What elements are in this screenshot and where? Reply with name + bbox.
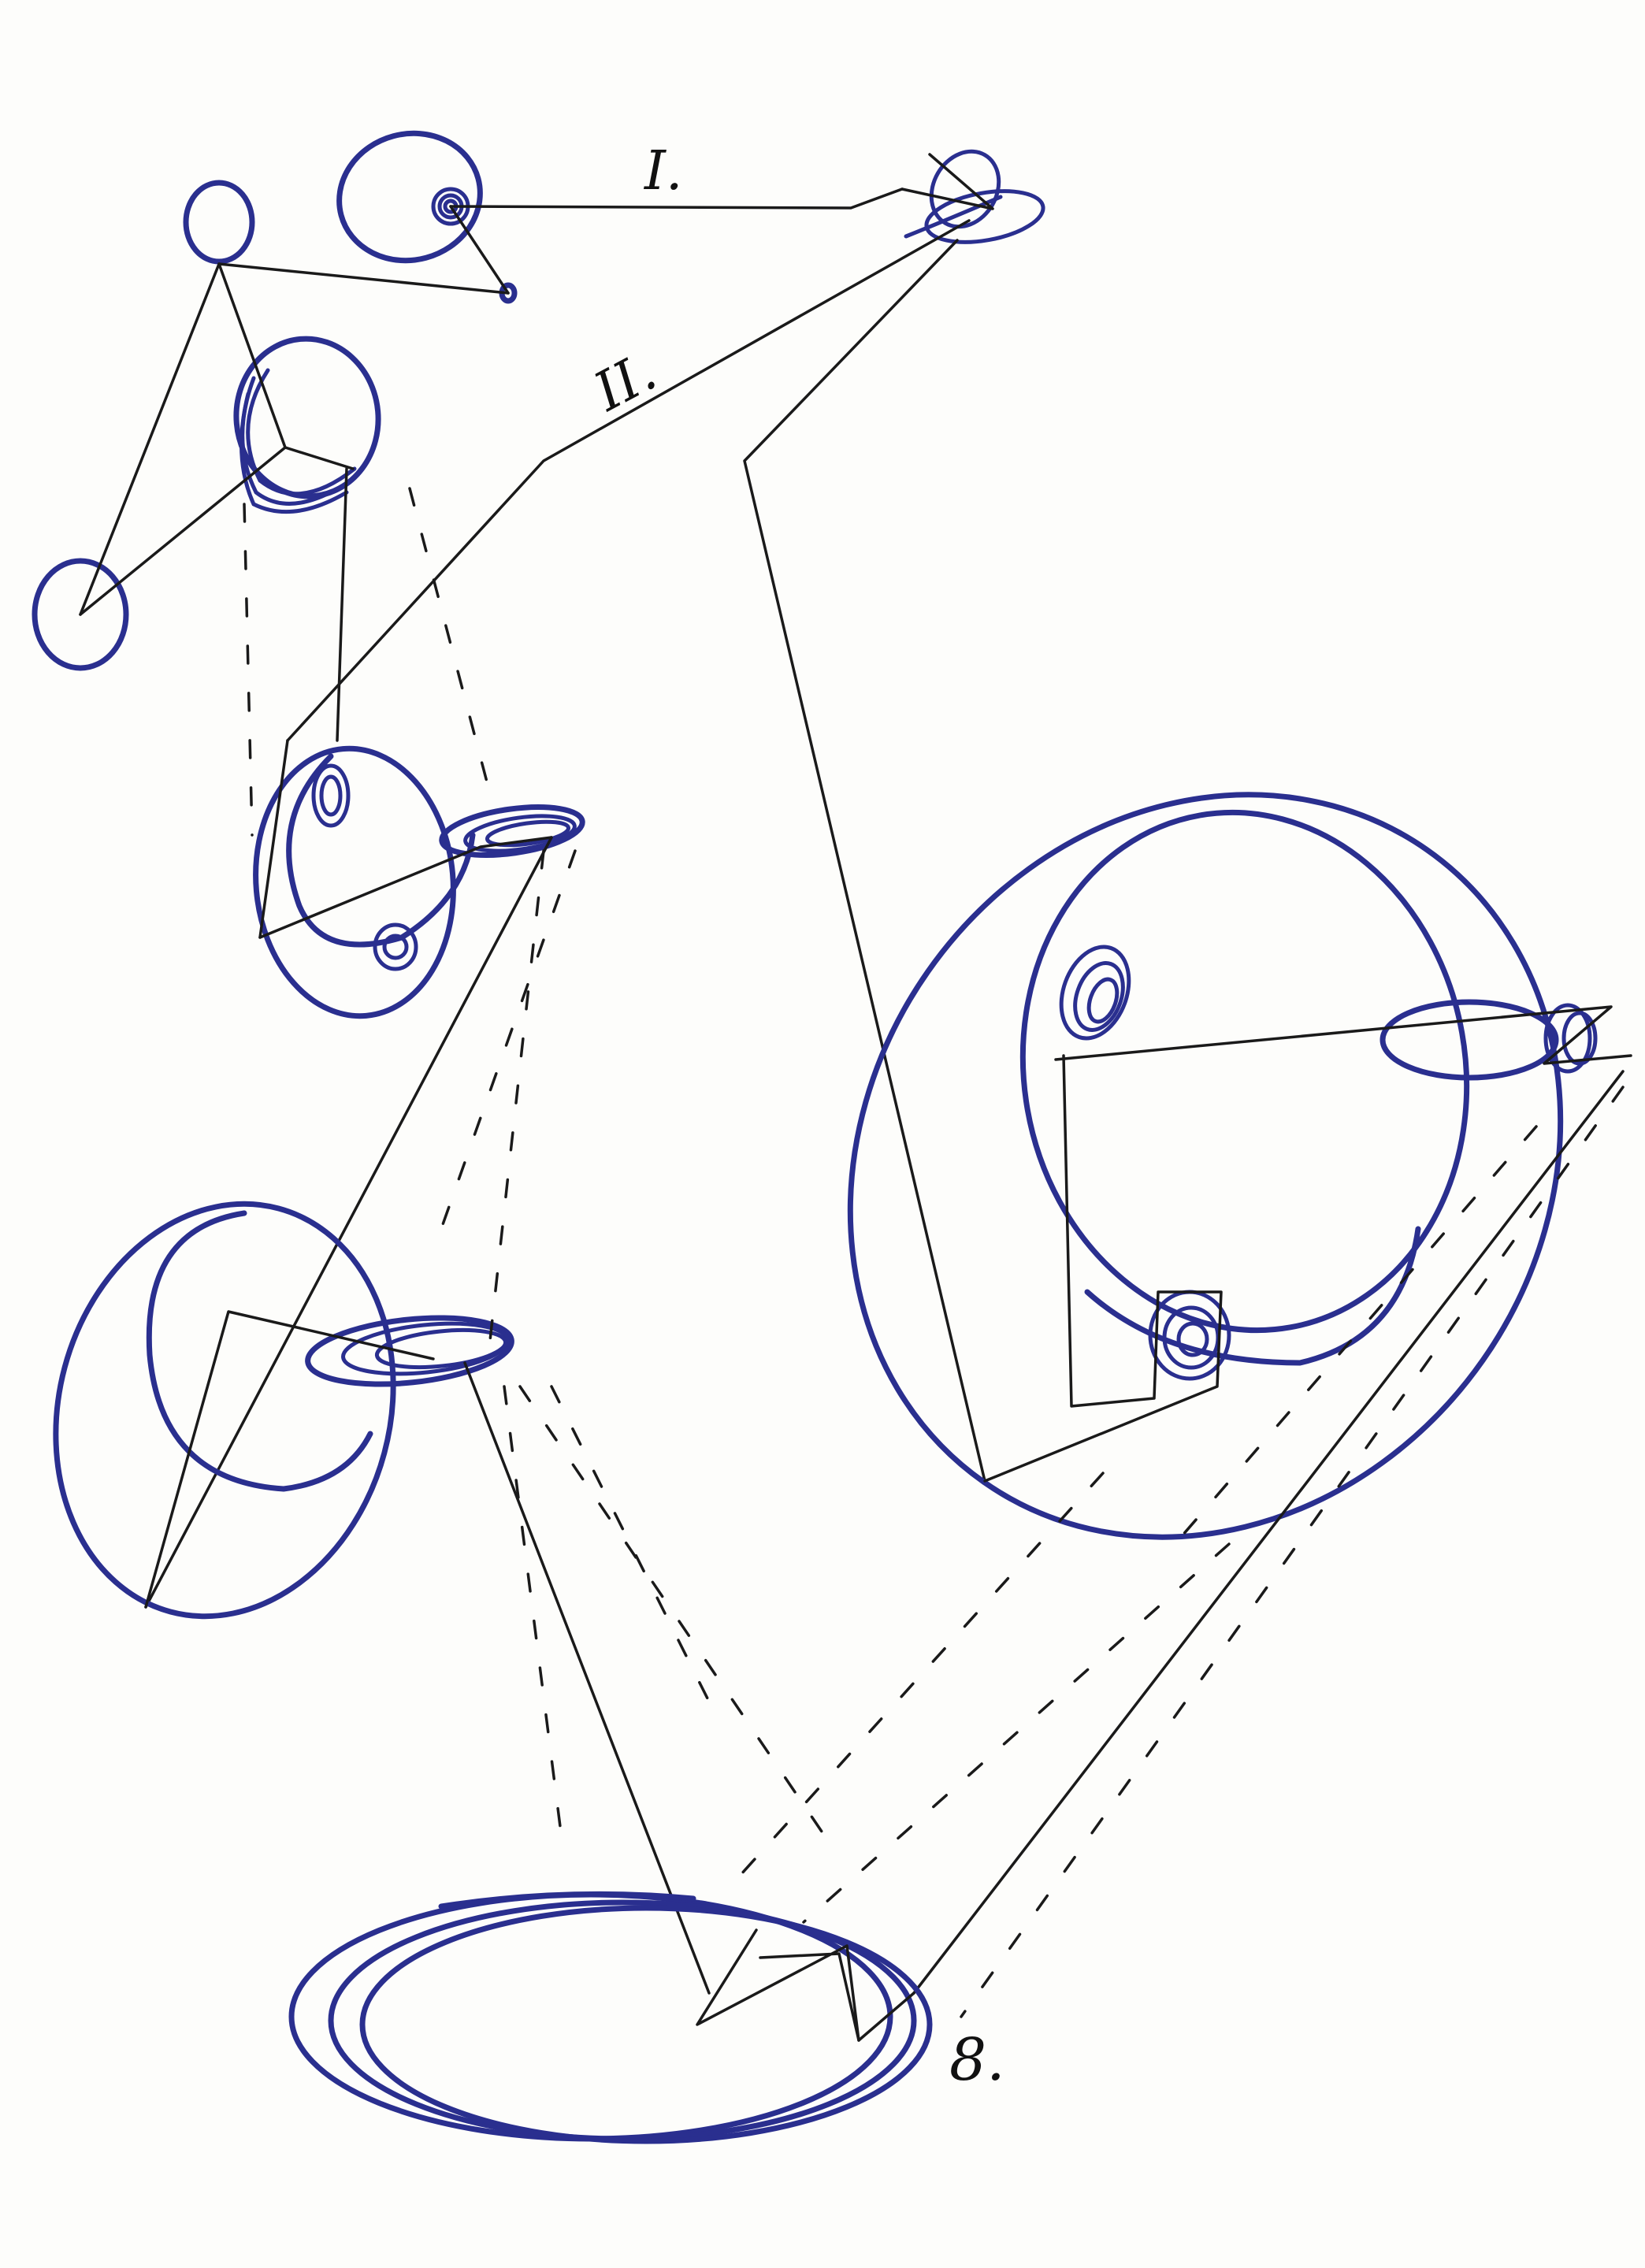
lower-left-planet: [53, 1201, 711, 1995]
large-right-orbit: [847, 792, 1632, 1995]
small-node-left: [32, 558, 129, 671]
middle-left-globe: [144, 739, 585, 1609]
top-left-cluster: I.: [32, 130, 904, 742]
connector-lines-top-left: [79, 187, 904, 742]
ring-node-upper: [233, 336, 381, 514]
orbit-node-top: [336, 130, 518, 304]
figure-number-label: 8.: [949, 2026, 1005, 2094]
small-node-top: [183, 180, 255, 265]
label-path-two: II.: [583, 341, 666, 425]
top-right-cone: II.: [286, 149, 1045, 1483]
bottom-base-orbit: 8.: [288, 1891, 1005, 2144]
dashed-projection-lines: [243, 487, 1625, 2018]
label-path-one: I.: [643, 140, 682, 202]
